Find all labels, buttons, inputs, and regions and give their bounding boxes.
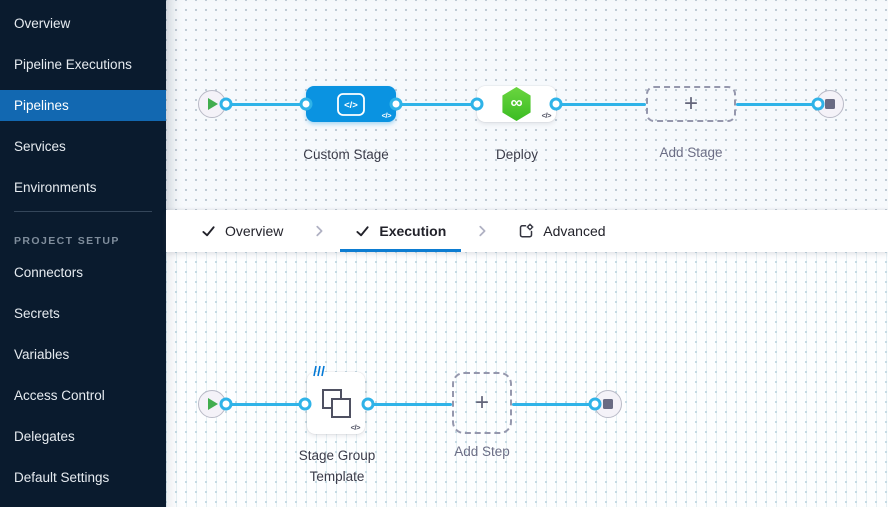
advanced-icon [520, 223, 534, 238]
svg-text:</>: </> [344, 100, 358, 111]
sidebar-item-delegates[interactable]: Delegates [0, 416, 166, 457]
chevron-right-icon [475, 210, 489, 252]
tab-label: Advanced [543, 223, 606, 239]
stop-icon [603, 399, 613, 409]
chevron-right-icon [312, 210, 326, 252]
connector-line [226, 402, 305, 406]
sidebar-item-default-settings[interactable]: Default Settings [0, 457, 166, 498]
sidebar-item-pipelines[interactable]: Pipelines [0, 85, 166, 126]
template-badge-icon [313, 365, 325, 377]
connector-port [811, 97, 825, 111]
plus-icon: + [474, 389, 489, 416]
sidebar-divider [14, 211, 152, 212]
connector-port [299, 97, 313, 111]
stage-group-icon [322, 389, 351, 418]
sidebar-setup-list: Connectors Secrets Variables Access Cont… [0, 252, 166, 498]
custom-stage-node[interactable]: </> </> [306, 86, 396, 122]
custom-stage-icon: </> [337, 92, 365, 116]
connector-port [588, 397, 602, 411]
sidebar-item-label: Pipelines [14, 98, 69, 113]
add-stage-label[interactable]: Add Stage [659, 145, 723, 160]
sidebar-item-overview[interactable]: Overview [0, 3, 166, 44]
stage-label[interactable]: Custom Stage [303, 147, 389, 162]
tab-overview[interactable]: Overview [186, 210, 298, 252]
sidebar-item-label: Connectors [14, 265, 84, 280]
sidebar-item-services[interactable]: Services [0, 126, 166, 167]
add-stage-button[interactable]: + [646, 86, 736, 122]
connector-port [219, 97, 233, 111]
play-icon [207, 398, 218, 410]
tab-label: Overview [225, 223, 284, 239]
pipeline-end-node [816, 90, 844, 118]
stage-label[interactable]: Deploy [495, 147, 539, 162]
stage-group-template-node[interactable]: </> [307, 365, 365, 434]
sidebar-item-environments[interactable]: Environments [0, 167, 166, 208]
connector-port [219, 397, 233, 411]
stage-pipeline-canvas: </> </> ∞ </> + Custom Stage Deploy Add … [166, 0, 888, 210]
sidebar-nav-list: Overview Pipeline Executions Pipelines S… [0, 3, 166, 208]
connector-port [470, 97, 484, 111]
add-step-label[interactable]: Add Step [454, 444, 510, 459]
sidebar-item-label: Secrets [14, 306, 60, 321]
connector-line [512, 402, 595, 406]
execution-canvas: </> + Stage Group Template Add Step [166, 252, 888, 507]
deploy-stage-node[interactable]: ∞ </> [477, 86, 556, 122]
sidebar-item-pipeline-executions[interactable]: Pipeline Executions [0, 44, 166, 85]
main-area: </> </> ∞ </> + Custom Stage Deploy Add … [166, 0, 888, 507]
connector-port [549, 97, 563, 111]
sidebar-item-label: Environments [14, 180, 97, 195]
tab-advanced[interactable]: Advanced [503, 210, 620, 252]
connector-line [556, 102, 646, 106]
play-icon [207, 98, 218, 110]
stop-icon [825, 99, 835, 109]
sidebar-item-label: Variables [14, 347, 70, 362]
sidebar-item-connectors[interactable]: Connectors [0, 252, 166, 293]
sidebar-item-secrets[interactable]: Secrets [0, 293, 166, 334]
connector-port [298, 397, 312, 411]
check-icon [202, 225, 215, 236]
add-step-button[interactable]: + [452, 372, 512, 434]
check-icon [356, 225, 369, 236]
sidebar-item-variables[interactable]: Variables [0, 334, 166, 375]
cd-hexagon-icon: ∞ [502, 87, 531, 121]
code-view-badge: </> [541, 111, 552, 120]
connector-line [736, 102, 818, 106]
sidebar-item-label: Default Settings [14, 470, 110, 485]
tab-label: Execution [379, 223, 447, 239]
sidebar-item-label: Services [14, 139, 66, 154]
sidebar-item-label: Delegates [14, 429, 75, 444]
connector-line [396, 102, 477, 106]
stage-config-tabbar: Overview Execution Advanced [166, 210, 888, 252]
sidebar: Overview Pipeline Executions Pipelines S… [0, 0, 166, 507]
plus-icon: + [683, 90, 698, 117]
connector-port [361, 397, 375, 411]
code-view-badge: </> [350, 423, 361, 432]
sidebar-item-access-control[interactable]: Access Control [0, 375, 166, 416]
tab-execution[interactable]: Execution [340, 210, 462, 252]
sidebar-item-label: Access Control [14, 388, 105, 403]
code-view-badge: </> [381, 111, 392, 120]
connector-port [389, 97, 403, 111]
connector-line [368, 402, 452, 406]
connector-line [226, 102, 306, 106]
stage-group-template-label[interactable]: Stage Group Template [298, 448, 376, 484]
sidebar-item-label: Overview [14, 16, 71, 31]
infinity-glyph: ∞ [510, 93, 523, 112]
sidebar-item-label: Pipeline Executions [14, 57, 132, 72]
project-setup-section-label: PROJECT SETUP [14, 235, 120, 247]
